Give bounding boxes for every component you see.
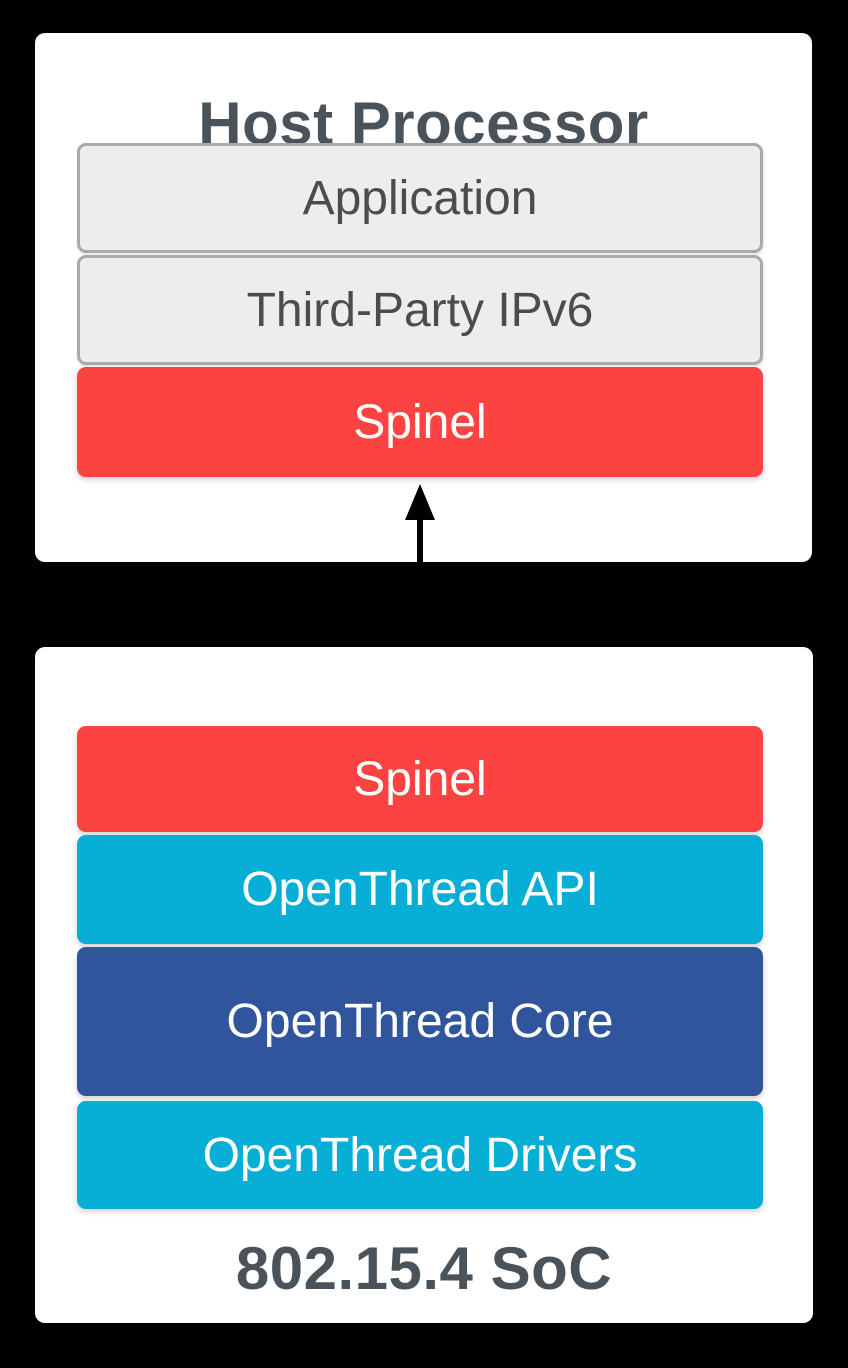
layer-openthread-api: OpenThread API — [77, 835, 763, 944]
layer-third-party-ipv6: Third-Party IPv6 — [77, 255, 763, 365]
layer-third-party-ipv6-label: Third-Party IPv6 — [246, 283, 594, 337]
layer-openthread-core: OpenThread Core — [77, 947, 763, 1096]
layer-application: Application — [77, 143, 763, 253]
layer-spinel-host-label: Spinel — [353, 395, 487, 449]
layer-spinel-soc: Spinel — [77, 726, 763, 832]
layer-openthread-drivers-label: OpenThread Drivers — [202, 1128, 638, 1182]
layer-openthread-drivers: OpenThread Drivers — [77, 1101, 763, 1209]
layer-application-label: Application — [302, 171, 538, 225]
layer-spinel-soc-label: Spinel — [353, 752, 487, 806]
layer-spinel-host: Spinel — [77, 367, 763, 477]
soc-title: 802.15.4 SoC — [235, 1235, 613, 1302]
layer-openthread-api-label: OpenThread API — [241, 863, 599, 916]
layer-openthread-core-label: OpenThread Core — [226, 995, 614, 1048]
